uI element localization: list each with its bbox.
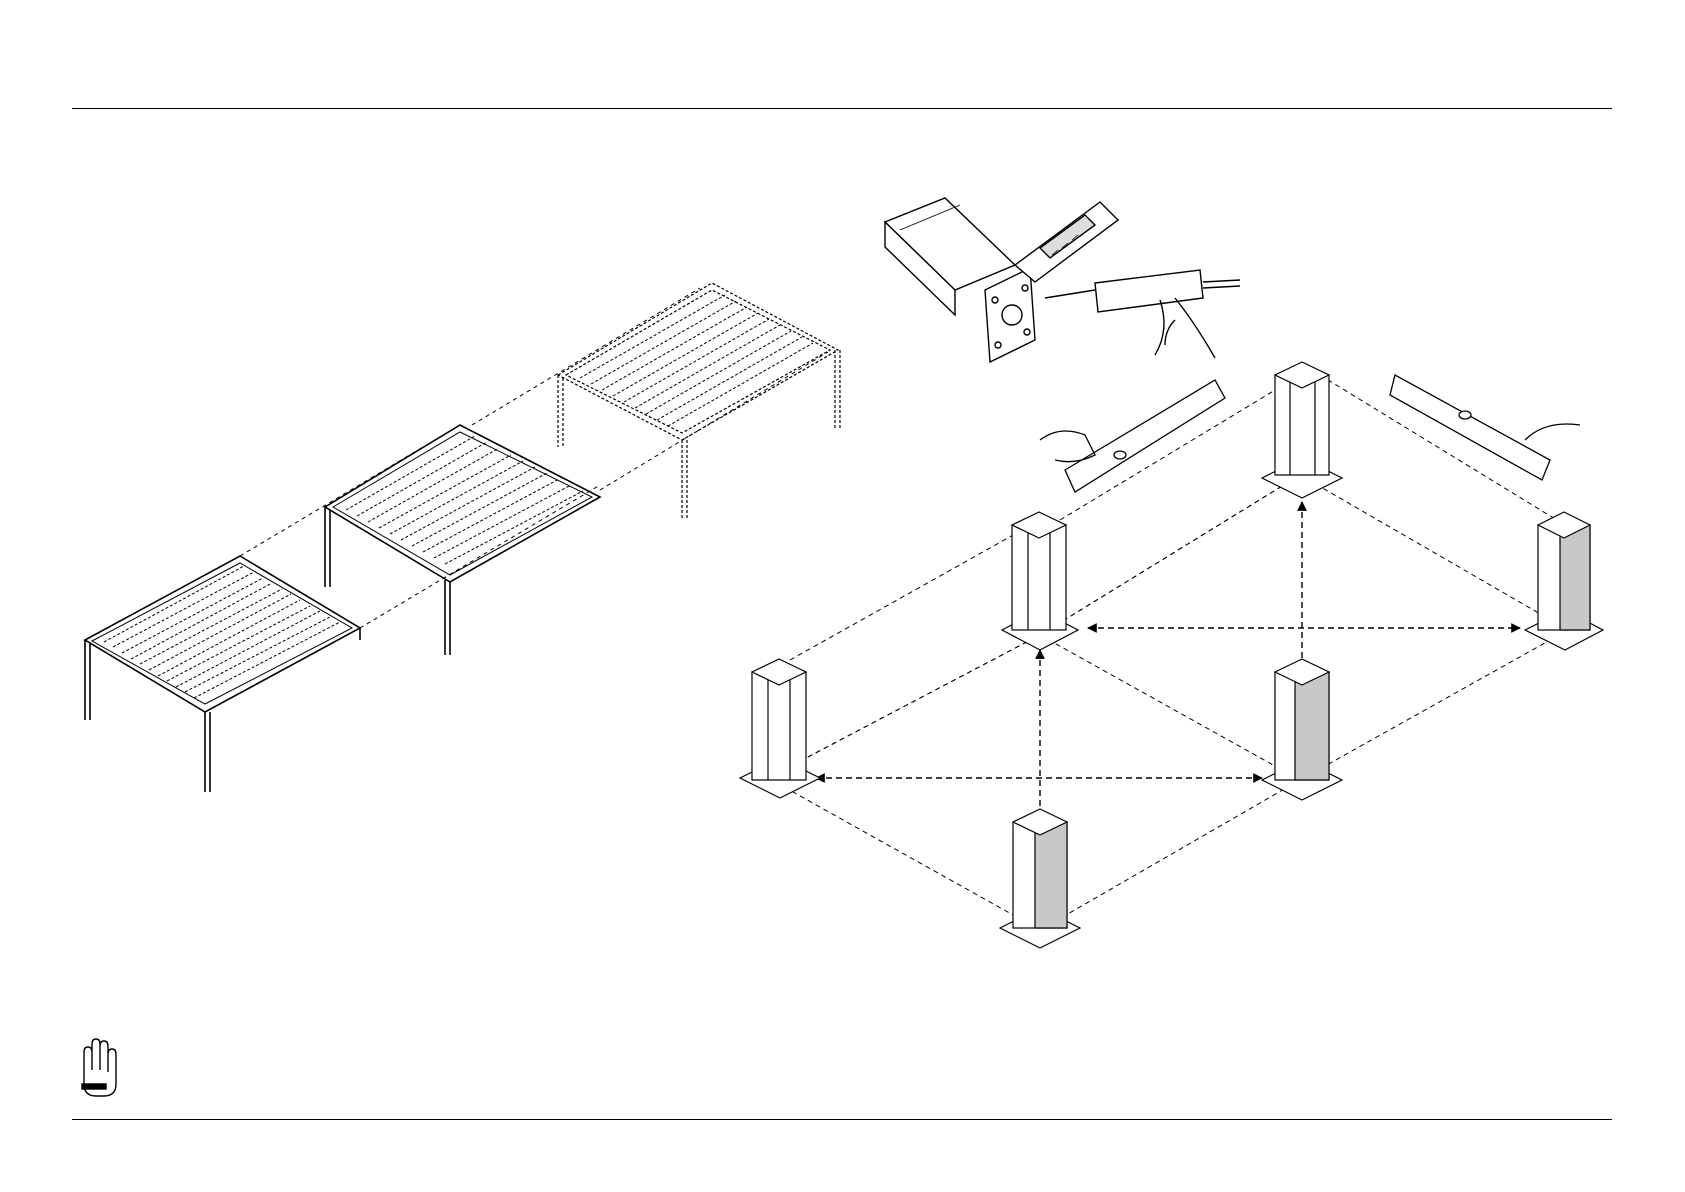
louvers-stage-3 xyxy=(580,295,813,426)
post-far-back xyxy=(1262,362,1342,498)
spirit-level-icon xyxy=(1390,375,1580,480)
post-front-right xyxy=(1262,659,1342,800)
layout-guide-lines xyxy=(768,375,1568,930)
post-layout-plan xyxy=(740,362,1603,948)
louvers-stage-1 xyxy=(104,566,340,698)
post-front-center xyxy=(1000,809,1080,948)
utility-knife-icon xyxy=(1015,202,1118,282)
post-front-left xyxy=(740,659,820,798)
glove-warning-icon xyxy=(82,1039,116,1096)
pergola-stage-2 xyxy=(325,425,600,655)
pergola-stage-1 xyxy=(85,556,360,792)
post-back-right xyxy=(1525,512,1603,650)
caulk-gun-icon xyxy=(1045,270,1240,358)
spirit-level-icon xyxy=(1040,380,1225,492)
stage-connector-lines xyxy=(240,288,828,628)
louvers-stage-2 xyxy=(346,436,583,564)
base-plate xyxy=(985,268,1035,362)
post-back-left xyxy=(1002,512,1078,650)
measurement-arrows xyxy=(816,502,1520,905)
pergola-assembly-sequence xyxy=(85,283,840,792)
post-base-sealant-step xyxy=(885,198,1240,362)
pergola-stage-3 xyxy=(558,283,840,518)
